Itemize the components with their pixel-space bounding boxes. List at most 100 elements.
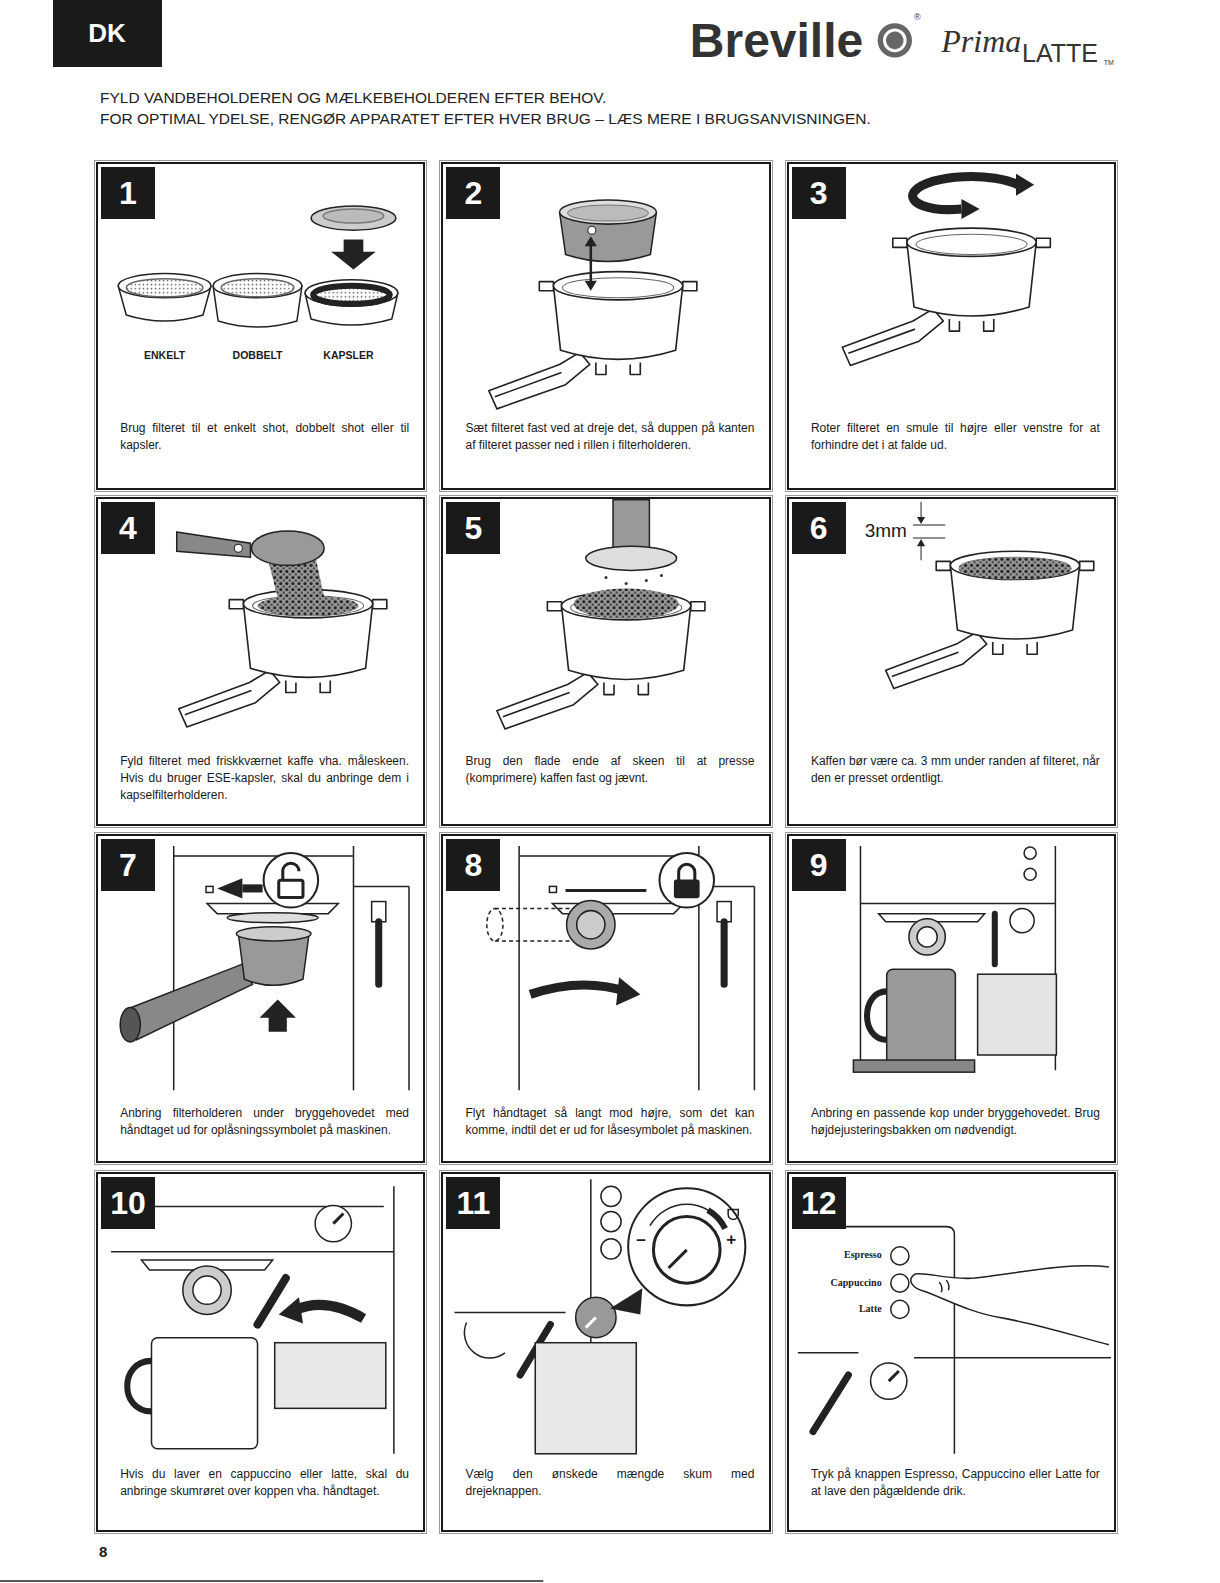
machine-unlock [375, 922, 382, 985]
step-caption: Flyt håndtaget så langt mod højre, som d… [466, 1105, 755, 1139]
drink-buttons [891, 1274, 909, 1292]
portafilter-insert [568, 205, 649, 221]
machine-lock [721, 922, 728, 985]
step-caption: Sæt filteret fast ved at dreje det, så d… [466, 420, 755, 454]
tamped-filter [917, 517, 925, 524]
drink-buttons [798, 1227, 1111, 1454]
step-number: 3 [792, 167, 846, 219]
dial-sign: – [636, 1230, 645, 1250]
filter-label: ENKELT [144, 349, 185, 362]
machine-wand [295, 1305, 364, 1319]
machine-lock [659, 853, 714, 908]
froth-dial [653, 1217, 720, 1284]
machine-wand [127, 1361, 151, 1411]
froth-dial [586, 1317, 596, 1327]
step-caption: Roter filteret en smule til højre eller … [811, 420, 1100, 454]
page-number: 8 [99, 1543, 107, 1561]
dosing-scoop [179, 590, 387, 727]
step-caption: Vælg den ønskede mængde skum med drejekn… [466, 1466, 755, 1500]
portafilter-rotate [961, 199, 979, 219]
step-panel: 7Anbring filterholderen under bryggehove… [96, 834, 425, 1163]
portafilter-insert [588, 226, 596, 234]
tamper [604, 576, 607, 579]
froth-dial [728, 1209, 738, 1219]
machine-unlock [283, 863, 299, 880]
dosing-scoop [234, 544, 242, 552]
machine-unlock [227, 913, 318, 923]
portafilter-insert [489, 272, 697, 409]
froth-dial [576, 1297, 616, 1337]
filter-baskets [305, 280, 398, 306]
machine-lock [566, 889, 647, 892]
tamper [574, 589, 679, 619]
machine-unlock [174, 846, 409, 1090]
step-number: 11 [446, 1177, 500, 1229]
drink-buttons [939, 1280, 949, 1292]
drink-buttons [798, 1227, 1111, 1454]
filter-baskets [333, 240, 373, 268]
filter-baskets [313, 286, 390, 304]
drink-buttons [813, 1375, 848, 1432]
machine-cup [909, 919, 945, 955]
step-number: 9 [792, 839, 846, 891]
machine-cup [917, 927, 937, 947]
froth-dial [601, 1186, 621, 1206]
step-number: 2 [446, 167, 500, 219]
machine-unlock [264, 853, 319, 908]
step-caption: Hvis du laver en cappuccino eller latte,… [120, 1466, 409, 1500]
tamper [660, 574, 663, 577]
header-note: FOR OPTIMAL YDELSE, RENGØR APPARATET EFT… [100, 110, 871, 129]
froth-dial [601, 1211, 621, 1231]
machine-lock [577, 911, 605, 939]
step-panel: 12Tryk på knappen Espresso, Cappuccino e… [787, 1172, 1116, 1533]
machine-lock [549, 886, 556, 892]
froth-dial [601, 1239, 621, 1259]
machine-wand [315, 1205, 351, 1241]
machine-wand [183, 1266, 231, 1314]
machine-unlock [206, 886, 213, 892]
machine-cup [1010, 909, 1034, 933]
drink-buttons [891, 1247, 909, 1265]
step-panel: 1Brug filteret til et enkelt shot, dobbe… [96, 162, 425, 490]
machine-unlock [120, 1008, 140, 1042]
page-rule [0, 1580, 543, 1582]
step-number: 6 [792, 502, 846, 554]
button-label: Cappuccino [831, 1277, 882, 1289]
step-caption: Tryk på knappen Espresso, Cappuccino ell… [811, 1466, 1100, 1500]
drink-buttons [911, 1266, 1109, 1345]
tamped-filter [917, 539, 925, 546]
froth-dial [669, 1250, 687, 1268]
dosing-scoop [251, 531, 324, 565]
froth-dial [610, 1288, 642, 1314]
filter-label: DOBBELT [233, 349, 283, 362]
machine-wand [279, 1297, 303, 1323]
tamper [625, 582, 628, 585]
dosing-scoop [177, 531, 387, 727]
filter-baskets [118, 206, 398, 327]
step-caption: Brug filteret til et enkelt shot, dobbel… [120, 420, 409, 454]
machine-unlock [217, 878, 242, 898]
machine-cup [887, 969, 956, 1065]
filter-baskets [126, 279, 203, 297]
step-caption: Fyld filteret med friskkværnet kaffe vha… [120, 753, 409, 804]
machine-lock [567, 901, 615, 949]
step-caption: Kaffen bør være ca. 3 mm under randen af… [811, 753, 1100, 787]
filter-baskets [221, 279, 294, 297]
portafilter-insert [489, 200, 697, 409]
tamper [645, 579, 648, 582]
dosing-scoop [258, 596, 359, 616]
step-panel: 11Vælg den ønskede mængde skum med dreje… [441, 1172, 770, 1533]
portafilter-rotate [842, 228, 1050, 365]
machine-lock [487, 846, 755, 1090]
portafilter-rotate [842, 174, 1050, 366]
machine-unlock [242, 884, 262, 892]
language-tab: DK [53, 0, 162, 67]
brand-logo: Prima [941, 22, 1021, 60]
tamped-filter [886, 551, 1094, 688]
header-note: FYLD VANDBEHOLDEREN OG MÆLKEBEHOLDEREN E… [100, 89, 606, 108]
froth-dial [464, 1323, 505, 1358]
machine-wand [193, 1276, 221, 1304]
step-panel: 4Fyld filteret med friskkværnet kaffe vh… [96, 497, 425, 826]
brand-mark: TM [1104, 59, 1114, 67]
